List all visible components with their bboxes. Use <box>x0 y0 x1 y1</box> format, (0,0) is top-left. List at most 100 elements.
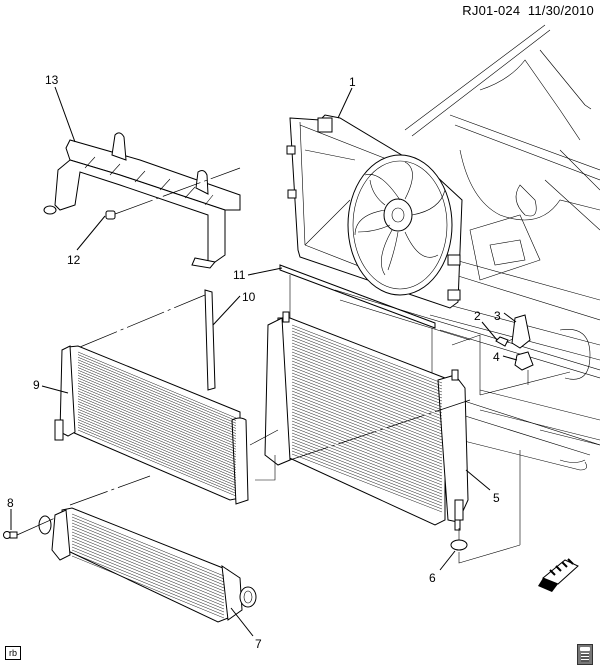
fin-line <box>71 525 225 589</box>
callout-9: 9 <box>33 378 40 392</box>
reference-header: RJ01-024 11/30/2010 <box>462 3 594 18</box>
callout-7: 7 <box>255 637 262 651</box>
fin-line <box>291 336 443 396</box>
fin-line <box>291 429 443 489</box>
fin-line <box>291 387 443 447</box>
fin-line <box>291 423 443 483</box>
callout-labels: 1 2 3 4 5 6 7 8 9 10 11 12 13 <box>7 73 501 651</box>
fin-line <box>291 351 443 411</box>
fin-line <box>291 366 443 426</box>
fin-line <box>291 378 443 438</box>
fin-line <box>77 390 237 458</box>
fin-line <box>291 375 443 435</box>
fin-line <box>291 393 443 453</box>
fin-line <box>77 411 237 479</box>
fin-line <box>291 381 443 441</box>
fin-line <box>71 546 225 610</box>
fin-line <box>291 360 443 420</box>
fin-line <box>77 382 237 450</box>
fin-line <box>291 435 443 495</box>
callout-2: 2 <box>474 309 481 323</box>
fin-line <box>77 354 237 421</box>
fin-line <box>71 540 225 604</box>
fin-line <box>71 522 225 586</box>
fin-line <box>291 327 443 387</box>
callout-13: 13 <box>45 73 59 87</box>
fin-line <box>291 426 443 486</box>
document-icon[interactable] <box>577 644 593 665</box>
callout-4: 4 <box>493 350 500 364</box>
callout-11: 11 <box>233 268 246 282</box>
fin-line <box>77 427 237 494</box>
fin-line <box>291 390 443 450</box>
fin-line <box>71 543 225 607</box>
fin-line <box>291 330 443 390</box>
fin-line <box>77 414 237 481</box>
fin-line <box>77 385 237 453</box>
fin-line <box>71 519 225 583</box>
fin-line <box>71 549 225 613</box>
fin-line <box>291 441 443 501</box>
fin-line <box>291 369 443 429</box>
callout-1: 1 <box>349 75 356 89</box>
callout-8: 8 <box>7 496 14 510</box>
fin-line <box>291 363 443 423</box>
fin-line <box>291 405 443 465</box>
fin-line <box>71 552 225 616</box>
fin-line <box>291 450 443 510</box>
bolt-8 <box>3 517 56 539</box>
fin-line <box>71 528 225 592</box>
fin-line <box>291 447 443 507</box>
bracket-hardware <box>451 314 571 396</box>
fin-line <box>291 408 443 468</box>
fin-line <box>291 324 443 384</box>
fin-line <box>71 531 225 595</box>
fin-line <box>77 429 237 497</box>
fin-line <box>77 401 237 468</box>
fin-line <box>77 367 237 434</box>
fin-line <box>77 406 237 473</box>
fin-line <box>291 357 443 417</box>
fin-line <box>291 372 443 432</box>
fin-line <box>291 420 443 480</box>
fin-line <box>291 396 443 456</box>
callout-10: 10 <box>242 290 256 304</box>
fin-line <box>291 333 443 393</box>
fin-line <box>77 377 237 445</box>
fin-line <box>77 398 237 466</box>
fin-line <box>77 356 237 424</box>
callout-3: 3 <box>494 309 501 323</box>
reference-date: 11/30/2010 <box>527 3 594 18</box>
fin-line <box>77 351 237 419</box>
fin-line <box>77 388 237 455</box>
condenser <box>54 294 279 506</box>
side-seal <box>204 289 216 391</box>
fin-line <box>291 417 443 477</box>
fin-line <box>291 402 443 462</box>
fin-line <box>77 419 237 486</box>
leader-lines <box>10 86 518 637</box>
fin-line <box>291 432 443 492</box>
fin-line <box>77 362 237 429</box>
fin-line <box>291 438 443 498</box>
callout-6: 6 <box>429 571 436 585</box>
fin-line <box>291 414 443 474</box>
fin-line <box>77 421 237 489</box>
fin-line <box>77 424 237 492</box>
charge-air-cooler <box>38 507 257 623</box>
fin-line <box>291 399 443 459</box>
fin-line <box>77 375 237 442</box>
fin-line <box>291 339 443 399</box>
rb-badge: rb <box>5 646 22 660</box>
fin-line <box>77 364 237 432</box>
fin-line <box>291 345 443 405</box>
fin-line <box>77 408 237 476</box>
fin-line <box>77 395 237 463</box>
radiator-assembly <box>264 311 471 531</box>
fin-line <box>71 516 225 580</box>
fin-line <box>291 342 443 402</box>
fin-line <box>291 411 443 471</box>
push-pin-retainer <box>105 167 241 220</box>
fin-line <box>71 513 225 577</box>
lower-insulator <box>450 450 521 564</box>
